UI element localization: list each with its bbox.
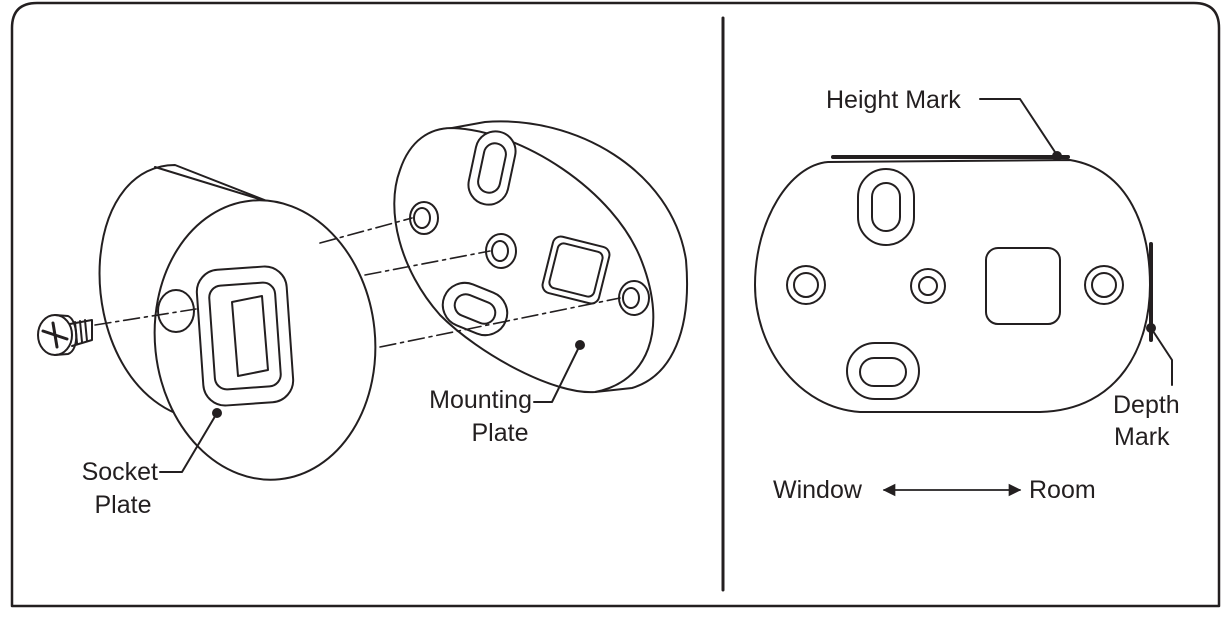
plate-slot-top-inner <box>871 182 901 232</box>
mounting-square-boss <box>541 235 611 305</box>
socket-plate-socket <box>231 295 269 377</box>
height-mark-label: Height Mark <box>826 86 961 114</box>
plate-center-hole <box>910 268 946 304</box>
screw-thread <box>69 319 93 347</box>
socket-plate-cutout <box>195 265 295 407</box>
plate-outline <box>754 159 1151 413</box>
socket-plate-cutout-inner <box>208 281 282 391</box>
socket-plate-hole <box>157 289 195 333</box>
mounting-slot-top-inner <box>477 142 507 194</box>
mounting-square-boss-inner <box>548 242 604 298</box>
socket-plate-leader-dot <box>212 408 222 418</box>
screw-cross <box>41 321 69 349</box>
room-label: Room <box>1029 476 1096 504</box>
depth-mark-leader-dot <box>1146 323 1156 333</box>
alignment-line-middle <box>364 250 491 276</box>
mounting-hole-left-inner <box>413 207 431 229</box>
plate-slot-bottom-inner <box>859 357 907 387</box>
plate-slot-bottom <box>846 342 920 400</box>
mounting-slot-bottom-inner <box>453 293 497 325</box>
depth-mark-leader <box>1150 327 1173 386</box>
mounting-hole-right-inner <box>622 287 640 309</box>
plate-hole-left-inner <box>793 272 819 298</box>
alignment-lines <box>94 217 621 348</box>
socket-plate <box>98 164 377 481</box>
alignment-line-screw <box>94 308 197 326</box>
mounting-plate-label-line1: Mounting <box>429 386 532 414</box>
diagram-frame <box>10 1 1221 608</box>
plate-slot-top <box>857 168 915 246</box>
screw-icon <box>37 314 93 356</box>
plate-center-hole-inner <box>918 276 938 296</box>
height-mark-leader <box>979 98 1058 156</box>
mounting-slot-top <box>467 130 517 206</box>
depth-mark-label-line1: Depth <box>1113 391 1180 419</box>
alignment-line-bottom <box>379 297 621 348</box>
alignment-line-top <box>319 217 413 244</box>
height-mark-leader-dot <box>1052 151 1062 161</box>
socket-plate-label-line2: Plate <box>94 491 152 519</box>
mounting-plate <box>393 120 688 394</box>
socket-plate-leader <box>159 412 218 473</box>
mounting-plate-leader-dot <box>575 340 585 350</box>
depth-mark-label-line2: Mark <box>1114 423 1170 451</box>
mounting-plate-top-view <box>754 159 1151 413</box>
plate-square-boss <box>985 247 1061 325</box>
plate-hole-right <box>1084 265 1124 305</box>
mounting-plate-label-line2: Plate <box>471 419 529 447</box>
window-label: Window <box>773 476 862 504</box>
mounting-center-hole-inner <box>491 240 509 262</box>
plate-hole-right-inner <box>1091 272 1117 298</box>
socket-plate-label-line1: Socket <box>81 458 158 486</box>
mounting-plate-leader <box>533 344 581 403</box>
plate-hole-left <box>786 265 826 305</box>
